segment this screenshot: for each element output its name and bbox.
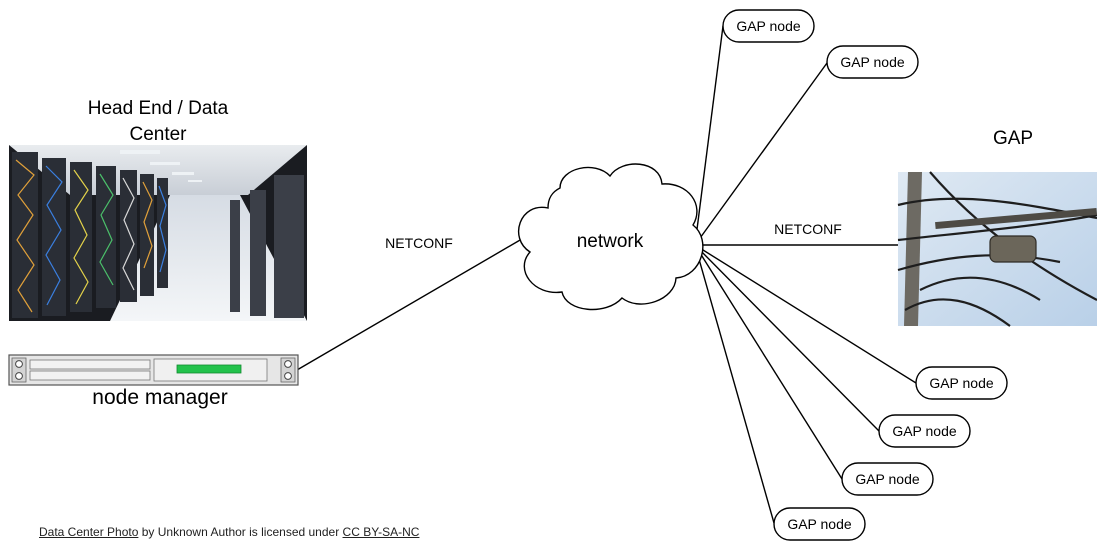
photo-link[interactable]: Data Center Photo	[39, 525, 139, 539]
netconf-label-left: NETCONF	[385, 235, 453, 251]
gap-node-label: GAP node	[929, 375, 994, 391]
link-network-gap-node-1	[694, 25, 724, 246]
gap-node-label: GAP node	[787, 516, 852, 532]
link-network-gap-node-2	[694, 62, 828, 246]
gap-node: GAP node	[841, 462, 934, 496]
gap-node: GAP node	[878, 414, 971, 448]
link-node-manager-network	[296, 235, 528, 371]
gap-node-label: GAP node	[736, 18, 801, 34]
node-manager-server-icon	[8, 354, 299, 386]
gap-node-label: GAP node	[840, 54, 905, 70]
gap-node: GAP node	[773, 507, 866, 541]
license-link[interactable]: CC BY-SA-NC	[342, 525, 420, 539]
gap-node-label: GAP node	[855, 471, 920, 487]
gap-node: GAP node	[915, 366, 1008, 400]
link-network-gap-node-6	[694, 244, 775, 524]
connections	[296, 25, 917, 524]
photo-attribution: Data Center Photo by Unknown Author is l…	[39, 525, 419, 539]
gap-node: GAP node	[826, 45, 919, 79]
gap-title: GAP	[992, 128, 1034, 149]
network-label: network	[577, 231, 644, 252]
link-network-gap-node-4	[694, 244, 880, 432]
link-network-gap-node-3	[694, 244, 917, 384]
node-manager-label: node manager	[92, 386, 228, 409]
link-network-gap-node-5	[694, 244, 843, 480]
netconf-label-right: NETCONF	[774, 221, 842, 237]
network-cloud: network	[518, 163, 704, 311]
attribution-text: by Unknown Author is licensed under	[138, 525, 343, 539]
head-end-title: Head End / Data Center	[87, 98, 229, 145]
gap-node: GAP node	[722, 9, 815, 43]
gap-photo	[897, 171, 1097, 327]
gap-node-label: GAP node	[892, 423, 957, 439]
server-status-led	[176, 364, 242, 374]
data-center-photo	[9, 145, 307, 321]
